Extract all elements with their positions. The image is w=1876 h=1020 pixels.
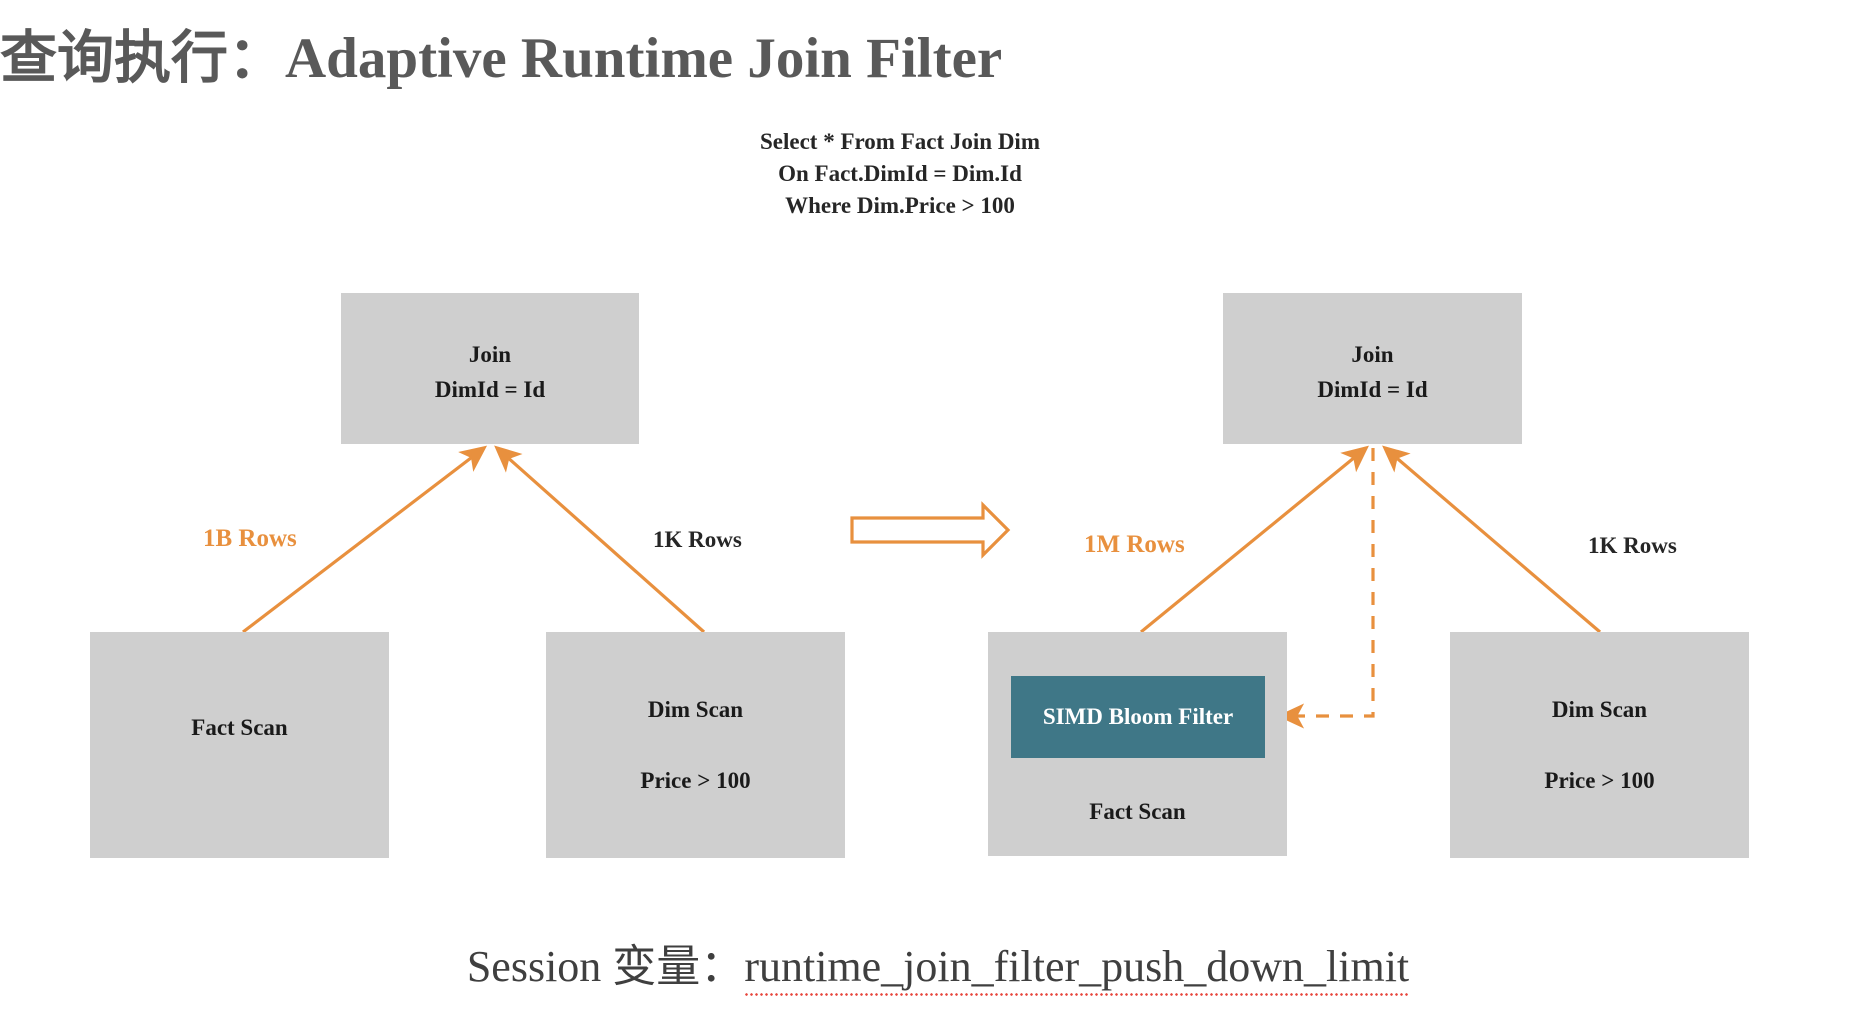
join-after-line-2: DimId = Id (1317, 377, 1428, 402)
node-dim-scan-before[interactable]: Dim Scan Price > 100 (546, 632, 845, 858)
edge-label-dim-rows-before: 1K Rows (653, 527, 742, 552)
sql-line-2: On Fact.DimId = Dim.Id (778, 161, 1022, 186)
sql-line-3: Where Dim.Price > 100 (785, 193, 1015, 218)
fact-scan-before-label: Fact Scan (191, 715, 288, 740)
transition-arrow-icon (850, 501, 1011, 559)
node-join-after[interactable]: Join DimId = Id (1223, 293, 1522, 444)
page-title: 查询执行：Adaptive Runtime Join Filter (0, 27, 1003, 90)
footer-variable-name: runtime_join_filter_push_down_limit (744, 942, 1410, 991)
edge-label-fact-rows-after: 1M Rows (1084, 531, 1185, 558)
dim-scan-after-predicate: Price > 100 (1544, 768, 1655, 793)
node-fact-scan-before[interactable]: Fact Scan (90, 632, 389, 858)
edge-label-dim-rows-after: 1K Rows (1588, 533, 1677, 558)
dim-scan-after-label: Dim Scan (1551, 697, 1648, 722)
footer-session-variable: Session 变量：runtime_join_filter_push_down… (0, 930, 1876, 994)
node-simd-bloom-filter[interactable]: SIMD Bloom Filter (1011, 676, 1265, 758)
dim-scan-before-label: Dim Scan (647, 697, 744, 722)
edge-dim-to-join-right (1382, 445, 1602, 634)
edge-label-fact-rows-before: 1B Rows (203, 525, 297, 552)
join-after-line-1: Join (1351, 342, 1394, 367)
edge-join-to-bloom-filter-dashed (1277, 448, 1375, 729)
sql-line-1: Select * From Fact Join Dim (760, 129, 1040, 154)
fact-scan-after-label: Fact Scan (1089, 799, 1186, 824)
spacer (1450, 727, 1749, 763)
node-join-before[interactable]: Join DimId = Id (341, 293, 639, 444)
footer-prefix: Session 变量： (466, 942, 745, 991)
simd-bloom-filter-label: SIMD Bloom Filter (1042, 704, 1234, 729)
join-before-line-2: DimId = Id (434, 377, 546, 402)
node-dim-scan-after[interactable]: Dim Scan Price > 100 (1450, 632, 1749, 858)
sql-query-block: Select * From Fact Join Dim On Fact.DimI… (680, 126, 1120, 222)
join-before-line-1: Join (468, 342, 512, 367)
spacer (546, 727, 845, 763)
dim-scan-before-predicate: Price > 100 (640, 768, 751, 793)
